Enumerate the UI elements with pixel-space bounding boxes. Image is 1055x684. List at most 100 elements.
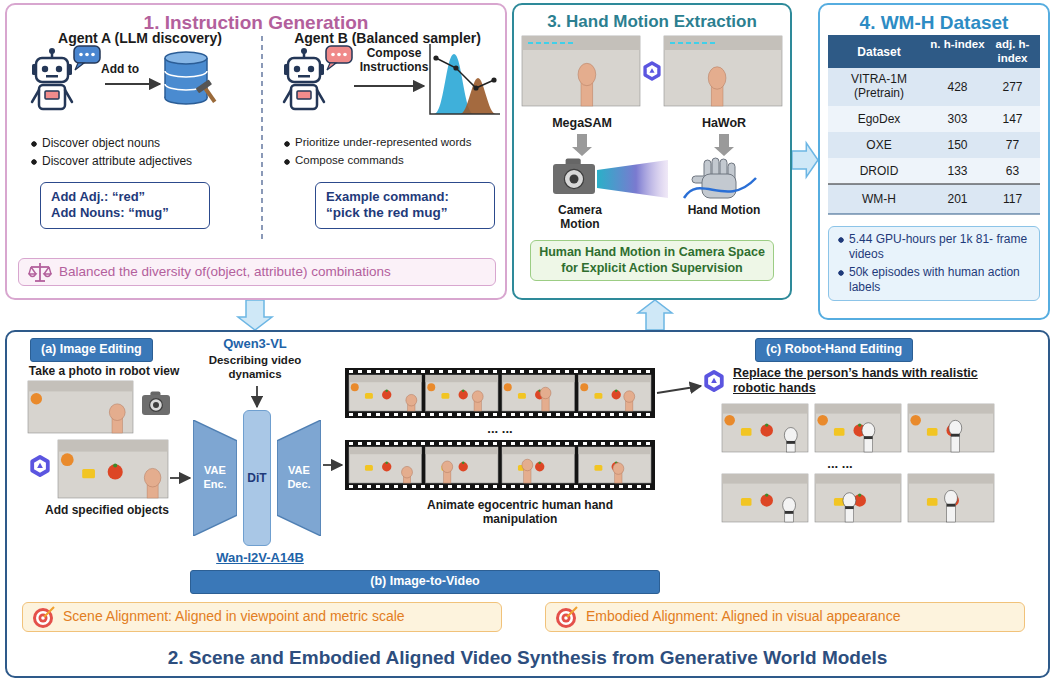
sprocket-hole [637,442,641,445]
yellow-sponge [82,469,95,478]
sprocket-hole [583,485,587,488]
film-base [345,368,655,418]
orange-fruit [427,383,435,391]
sprocket-hole [412,442,416,445]
logo-core [37,463,43,468]
yellow-sponge [741,428,752,436]
robot-joint [785,511,794,514]
bullet-item: Compose commands [283,154,505,168]
table-cell: 133 [930,164,985,178]
sprocket-hole [484,413,488,416]
tomato [535,462,544,471]
sprocket-hole [475,413,479,416]
sprocket-hole [556,370,560,373]
sprocket-hole [385,442,389,445]
sprocket-hole [403,370,407,373]
sprocket-hole [583,413,587,416]
sprocket-hole [439,370,443,373]
box-text: Human Hand Motion in Camera Space for Ex… [539,245,765,276]
model-name: Wan-I2V-A14B [185,550,335,566]
sprocket-hole [394,370,398,373]
photo-table [815,474,901,522]
sprocket-hole [439,485,443,488]
bubble-dot [337,53,341,57]
camera-body [142,395,170,415]
box-text: Scene Alignment: Aligned in viewpoint an… [63,608,493,626]
scene-photo [28,381,133,433]
trend-point [433,55,438,60]
scene-photo [579,447,652,483]
sprocket-hole [511,370,515,373]
trend-point [453,65,458,70]
hammer-handle [203,87,216,103]
sprocket-hole [457,485,461,488]
photo-table [502,375,575,411]
table-row [828,106,1040,132]
sprocket-hole [646,413,650,416]
scene-photo [722,474,808,522]
sprocket-hole [601,485,605,488]
tomato-stem [462,462,465,465]
photo-shade [502,447,575,454]
sprocket-hole [511,413,515,416]
sprocket-hole [502,485,506,488]
sprocket-hole [619,442,623,445]
robot-head [36,58,68,82]
photo-shade [664,36,782,50]
sprocket-hole [502,442,506,445]
sprocket-hole [574,413,578,416]
sprocket-hole [448,485,452,488]
sprocket-hole [556,485,560,488]
step-caption: Take a photo in robot view [15,364,193,378]
database-icon [165,52,221,107]
alignment-box: Embodied Alignment: Aligned in visual ap… [545,602,1025,632]
table-cell: 150 [930,138,985,152]
photo-table [349,375,422,411]
hand-palm [613,463,624,475]
flow-connector [238,300,272,330]
tomato-stem [385,462,388,465]
sprocket-hole [403,413,407,416]
camera-body [553,164,595,194]
logo-hexagon [645,63,659,79]
hand-palm [783,498,796,513]
photo-shade [722,474,808,484]
table-cell: 63 [985,164,1040,178]
tomato [382,462,391,471]
scene-photo [58,440,168,498]
sprocket-hole [358,442,362,445]
photo-table [426,447,499,483]
sprocket-hole [601,442,605,445]
sprocket-hole [556,442,560,445]
hammer-icon [196,79,222,106]
hand-palm [406,394,417,406]
flow-arrow [256,386,258,407]
command-box: Example command:“pick the red mug” [315,182,495,229]
arrow-label: Add to [88,62,152,76]
robot-arm [317,90,324,102]
sprocket-hole [349,485,353,488]
orange-fruit [351,383,359,391]
sprocket-hole [646,442,650,445]
sprocket-hole [385,413,389,416]
sprocket-hole [430,485,434,488]
robot-eye [42,66,48,72]
sprocket-hole [592,413,596,416]
sprocket-hole [520,370,524,373]
stage-panel: 3. Hand Motion ExtractionHuman Hand Moti… [512,3,792,300]
sprocket-hole [511,485,515,488]
bubble-dot [331,53,335,57]
flow-arrow [657,386,701,393]
table-cell: 277 [985,80,1040,94]
robot-panel [45,91,59,99]
sprocket-hole [448,370,452,373]
hand-palm [109,404,125,421]
hand-palm [949,420,962,435]
camera-lens [150,399,163,412]
logo-hexagon [706,372,722,390]
scale-beam [31,266,49,268]
sprocket-hole [592,442,596,445]
sprocket-hole [421,370,425,373]
table-cell: OXE [828,138,930,152]
agent-heading: Agent B (Balanced sampler) [275,30,500,47]
